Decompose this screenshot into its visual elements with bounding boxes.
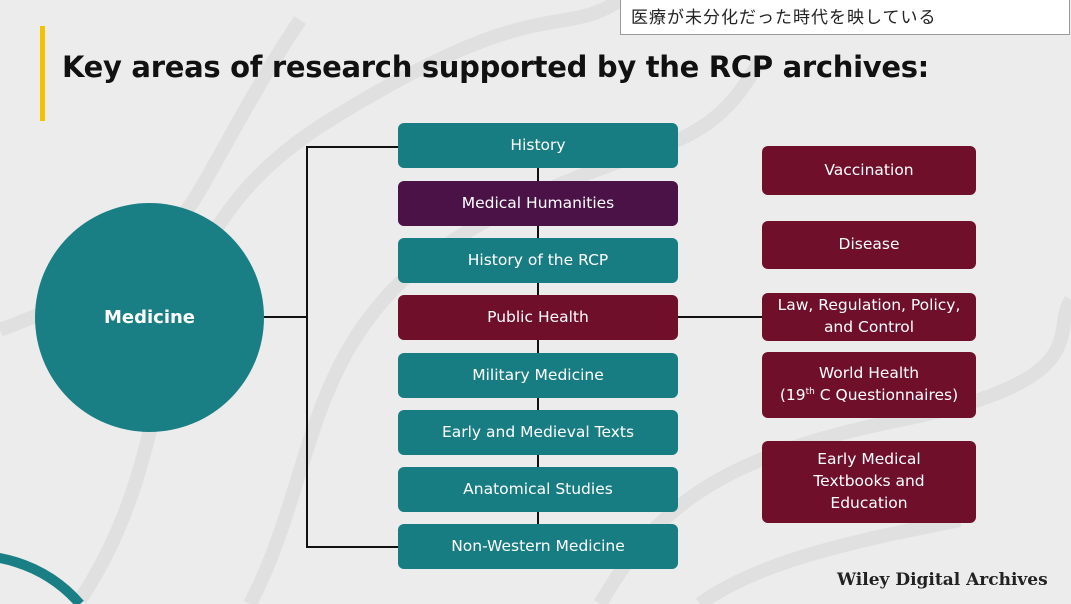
subtopic-disease: Disease: [762, 221, 976, 269]
law-line-2: and Control: [823, 318, 915, 336]
subtopic-law-regulation: Law, Regulation, Policy, and Control: [762, 293, 976, 341]
connector-vertical-bracket: [306, 146, 308, 548]
medicine-label: Medicine: [103, 307, 196, 328]
world-health-line-2: (19th C Questionnaires): [780, 385, 958, 407]
topic-public-health: Public Health: [398, 295, 678, 340]
topic-history-of-the-rcp: History of the RCP: [398, 238, 678, 283]
connector-stack-spine: [537, 168, 539, 528]
world-sup: th: [805, 386, 815, 397]
topic-early-medieval-texts: Early and Medieval Texts: [398, 410, 678, 455]
connector-public-health-out: [678, 316, 762, 318]
early-line-3: Education: [830, 493, 908, 512]
connector-history: [306, 146, 398, 148]
world-close: C Questionnaires): [814, 386, 959, 404]
title-accent-bar: [40, 26, 45, 121]
law-line-1: Law, Regulation, Policy,: [777, 296, 961, 315]
topic-anatomical-studies: Anatomical Studies: [398, 467, 678, 512]
subtopic-early-medical-textbooks: Early Medical Textbooks and Education: [762, 441, 976, 523]
early-line-1: Early Medical: [817, 450, 921, 469]
footer-brand: Wiley Digital Archives: [837, 570, 1048, 590]
topic-history: History: [398, 123, 678, 168]
world-health-line-1: World Health: [818, 364, 920, 383]
topic-medical-humanities: Medical Humanities: [398, 181, 678, 226]
connector-non-western: [306, 546, 398, 548]
subtopic-world-health: World Health (19th C Questionnaires): [762, 352, 976, 418]
medicine-node: Medicine: [35, 203, 264, 432]
topic-non-western-medicine: Non-Western Medicine: [398, 524, 678, 569]
caption-box: 医療が未分化だった時代を映している: [620, 0, 1070, 35]
early-line-2: Textbooks and: [813, 472, 925, 491]
subtopic-vaccination: Vaccination: [762, 146, 976, 195]
world-open: (19: [779, 386, 806, 404]
page-title: Key areas of research supported by the R…: [62, 50, 929, 84]
topic-military-medicine: Military Medicine: [398, 353, 678, 398]
connector-medicine: [264, 316, 308, 318]
